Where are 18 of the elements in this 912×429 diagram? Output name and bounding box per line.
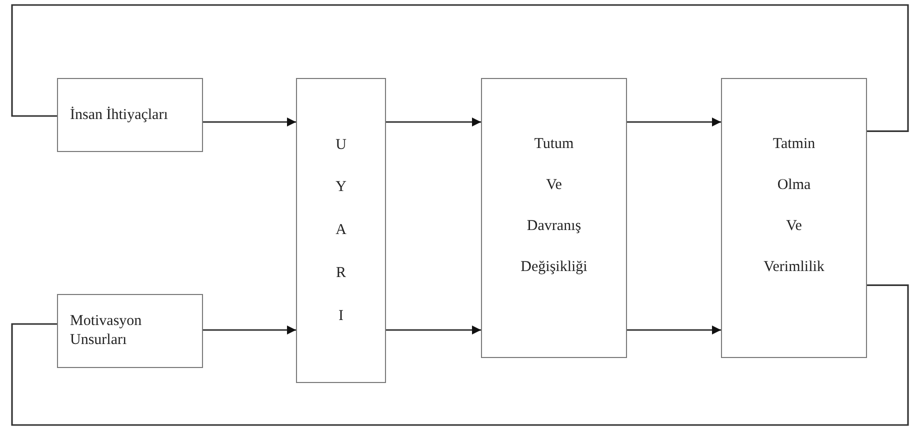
arrow bbox=[203, 118, 296, 126]
box-label: Motivasyon Unsurları bbox=[70, 312, 143, 350]
arrow bbox=[386, 118, 481, 126]
arrow bbox=[203, 326, 296, 334]
feedback-line bbox=[11, 4, 909, 132]
box-label: UYARI bbox=[335, 136, 347, 326]
process-box bbox=[57, 78, 203, 152]
feedback-line bbox=[11, 284, 909, 426]
box-label: Tatmin Olma Ve Verimlilik bbox=[762, 134, 826, 278]
box-label: İnsan İhtiyaçları bbox=[70, 106, 168, 124]
process-box bbox=[721, 78, 867, 358]
process-box bbox=[481, 78, 627, 358]
arrow bbox=[386, 326, 481, 334]
process-box bbox=[57, 294, 203, 368]
process-box bbox=[296, 78, 386, 383]
box-label: Tutum Ve Davranış Değişikliği bbox=[520, 134, 588, 278]
arrow bbox=[627, 118, 721, 126]
arrow bbox=[627, 326, 721, 334]
